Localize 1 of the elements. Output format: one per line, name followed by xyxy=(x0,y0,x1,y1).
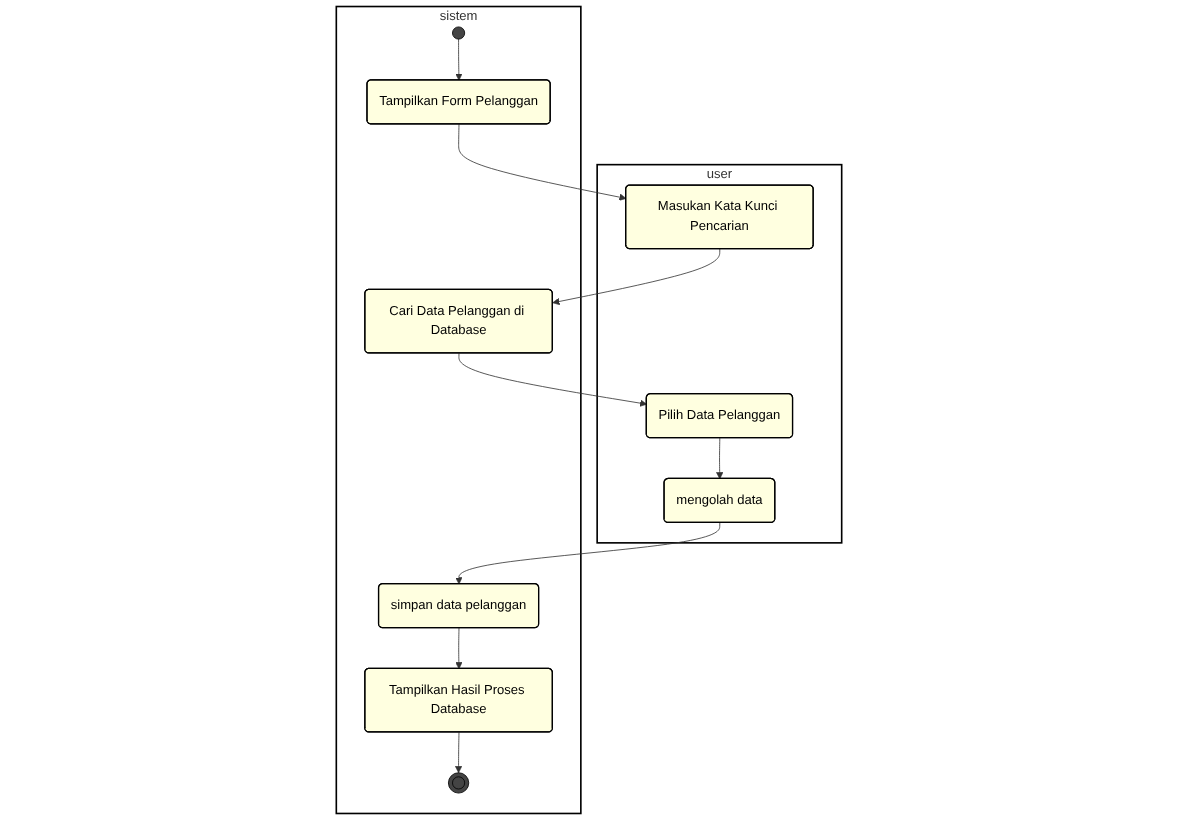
node-circle xyxy=(452,26,466,40)
